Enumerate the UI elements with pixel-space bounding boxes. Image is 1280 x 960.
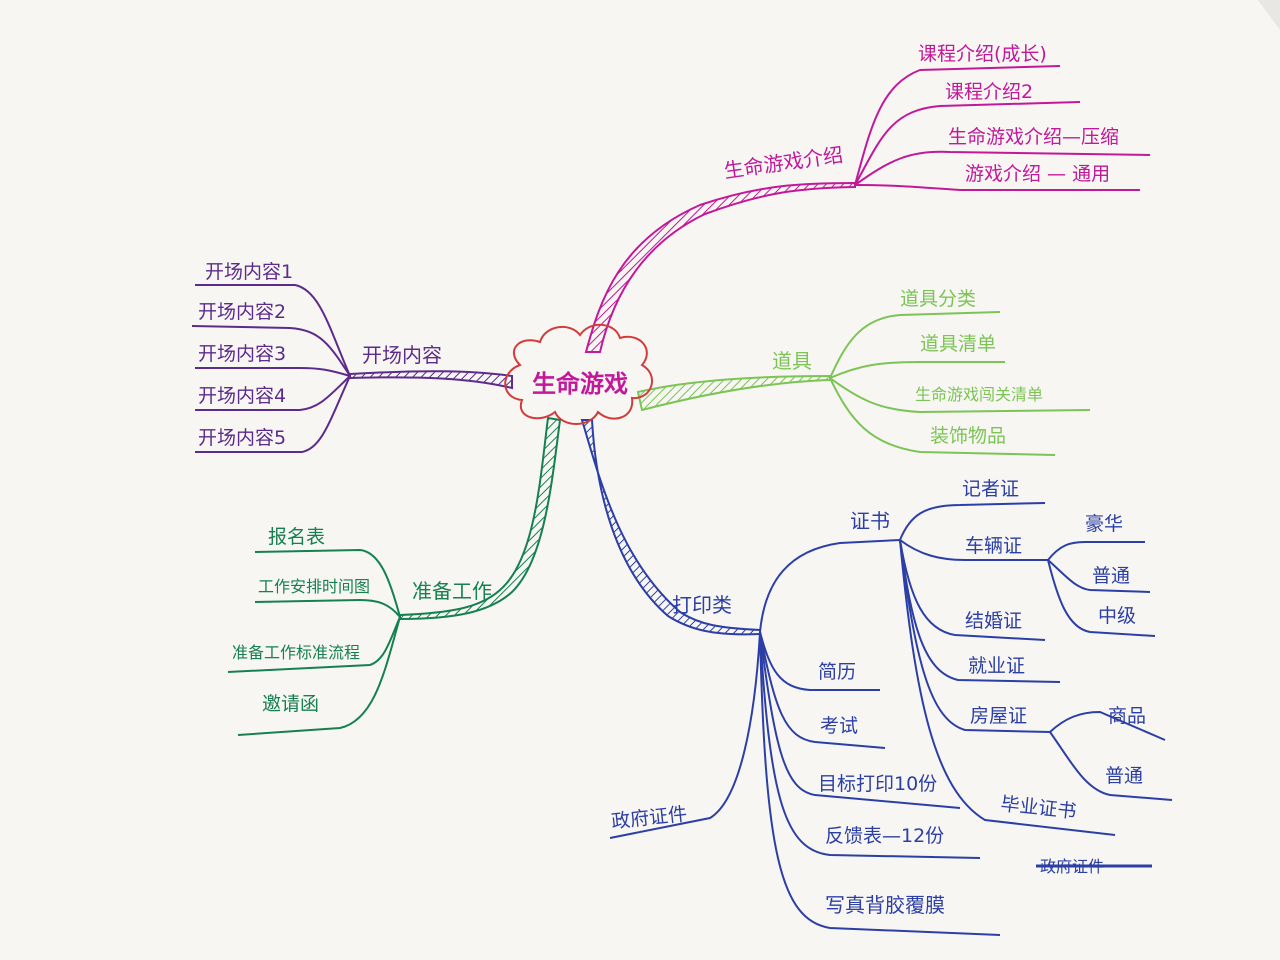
prep-item-1: 报名表 [268,526,325,548]
print-item-5: 写真背胶覆膜 [825,893,945,917]
car-sub-connector-3 [1047,559,1156,637]
house-sub-2: 普通 [1105,765,1143,787]
car-sub-3: 中级 [1098,605,1136,627]
print-connector-4 [759,631,981,859]
cert-item-4: 就业证 [968,655,1025,677]
props-item-4: 装饰物品 [930,425,1006,447]
cert-connector-3 [899,539,1046,641]
car-sub-1: 豪华 [1085,513,1123,535]
props-connector-4 [829,377,1056,456]
print-connector-5 [759,631,1001,936]
branch-open: 开场内容 开场内容1 开场内容2 开场内容3 开场内容4 开场内容5 [191,261,442,453]
prep-connector-4 [237,616,401,736]
open-item-1: 开场内容1 [205,261,293,283]
props-connector-3 [829,377,1091,414]
open-label: 开场内容 [362,343,442,367]
print-label: 打印类 [672,593,732,617]
certificates-label: 证书 [850,509,890,533]
intro-item-3: 生命游戏介绍—压缩 [948,126,1119,148]
print-connector-3 [759,631,961,809]
prep-connector-1 [254,548,401,618]
props-item-1: 道具分类 [900,288,976,310]
prep-connector-2 [254,598,401,618]
house-sub-connector-2 [1049,731,1173,801]
branch-prep: 准备工作 报名表 工作安排时间图 准备工作标准流程 邀请函 [227,526,492,736]
open-item-2: 开场内容2 [198,301,286,323]
prep-item-4: 邀请函 [262,693,319,715]
print-item-2: 考试 [820,715,858,737]
intro-item-2: 课程介绍2 [945,81,1033,103]
print-connector-1 [759,631,880,691]
props-item-3: 生命游戏闯关清单 [915,385,1043,404]
print-item-3: 目标打印10份 [818,773,937,795]
cert-item-1: 记者证 [962,478,1019,500]
cert-item-3: 结婚证 [965,610,1022,632]
cert-connector-6 [899,539,1116,836]
open-item-3: 开场内容3 [198,343,286,365]
open-connector-1 [195,284,351,377]
cert-connector-5 [899,539,1051,733]
props-item-2: 道具清单 [920,333,996,355]
house-sub-connector-1 [1049,710,1166,741]
open-connector-4 [195,375,351,411]
props-connector-1 [829,311,1001,379]
intro-connector-3 [854,150,1151,186]
print-item-4: 反馈表—12份 [825,825,944,847]
root-label: 生命游戏 [532,370,628,398]
props-connector-2 [829,361,1005,379]
intro-connector-2 [854,101,1081,186]
open-connector-5 [195,375,351,453]
props-label: 道具 [772,349,812,373]
open-connector-2 [191,325,351,377]
prep-item-3: 准备工作标准流程 [232,643,360,662]
cert-item-5: 房屋证 [970,705,1027,727]
intro-item-1: 课程介绍(成长) [918,43,1047,65]
car-sub-2: 普通 [1092,565,1130,587]
print-connector-2 [759,631,886,749]
car-sub-connector-1 [1047,541,1145,561]
root-cloud [504,323,653,425]
intro-connector-1 [854,65,1061,186]
cert-connector-1 [899,502,1046,541]
car-sub-connector-2 [1047,559,1151,593]
open-item-5: 开场内容5 [198,427,286,449]
open-item-4: 开场内容4 [198,385,286,407]
intro-item-4: 游戏介绍 — 通用 [965,163,1110,185]
house-sub-1: 商品 [1108,705,1146,727]
branch-print: 打印类 证书 记者证 车辆证 结婚证 就业证 房屋证 毕业证书 豪华 普通 中级… [609,478,1173,936]
intro-connector-4 [854,184,1140,191]
prep-item-2: 工作安排时间图 [258,577,370,596]
print-item-1: 简历 [818,661,856,683]
open-connector-3 [195,367,351,377]
prep-label: 准备工作 [412,579,492,603]
branch-props: 道具 道具分类 道具清单 生命游戏闯关清单 装饰物品 [772,288,1091,456]
cert-connector-2 [899,539,1048,561]
cert-item-2: 车辆证 [965,535,1022,557]
print-connector-government [609,631,761,839]
print-to-certificates [759,539,901,633]
